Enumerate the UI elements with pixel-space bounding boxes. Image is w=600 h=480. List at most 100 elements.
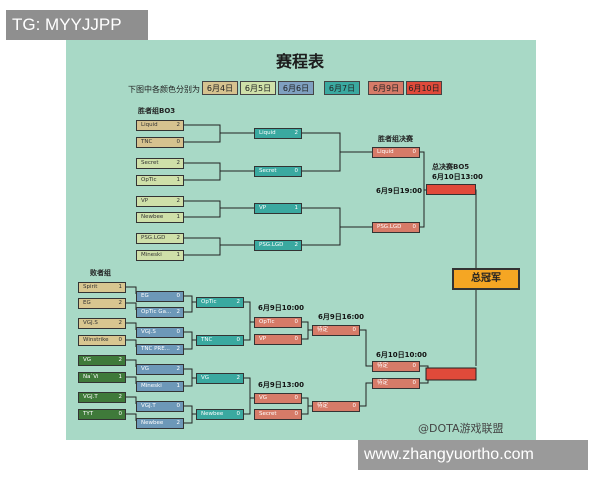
team-score: 2 [236, 299, 241, 305]
legend-date-0: 6月4日 [202, 81, 238, 95]
time-lb-1: 6月9日10:00 [258, 304, 305, 312]
grand-final-slot-bottom [425, 367, 477, 381]
losers-final-team-0: 待定 0 [372, 361, 420, 372]
team-score: 0 [236, 411, 241, 417]
team-name: VP [141, 198, 149, 204]
losers-r3-team-3: Newbee 0 [196, 409, 244, 420]
team-name: Newbee [201, 411, 224, 417]
team-name: 待定 [317, 327, 329, 333]
team-name: TYT [83, 411, 94, 417]
team-score: 0 [118, 337, 123, 343]
team-name: VG [83, 357, 92, 363]
team-name: VG [201, 375, 210, 381]
team-score: 0 [352, 327, 357, 333]
team-name: 待定 [377, 363, 389, 369]
team-name: Secret [259, 168, 277, 174]
team-score: 0 [412, 380, 417, 386]
watermark-top: TG: MYYJJPP [6, 10, 148, 40]
weibo-handle: @DOTA游戏联盟 [418, 422, 504, 435]
team-name: Liquid [377, 149, 394, 155]
team-score: 1 [176, 383, 181, 389]
team-score: 0 [236, 337, 241, 343]
team-score: 0 [176, 403, 181, 409]
page-title: 赛程表 [275, 52, 324, 71]
winners-final-team-0: Liquid 0 [372, 147, 420, 158]
team-score: 1 [118, 284, 123, 290]
team-score: 0 [176, 293, 181, 299]
team-score: 2 [176, 235, 181, 241]
team-score: 0 [412, 149, 417, 155]
team-score: 2 [236, 375, 241, 381]
team-score: 0 [294, 336, 299, 342]
team-score: 2 [294, 242, 299, 248]
team-score: 0 [118, 411, 123, 417]
team-score: 0 [176, 329, 181, 335]
team-name: Liquid [141, 122, 158, 128]
team-score: 0 [294, 395, 299, 401]
team-name: OpTic [141, 177, 157, 183]
team-name: Na`Vi [83, 374, 99, 380]
legend-label: 下图中各颜色分别为 [128, 85, 200, 94]
team-name: Spirit [83, 284, 98, 290]
team-score: 1 [118, 374, 123, 380]
team-name: PSG.LGD [377, 224, 402, 230]
team-name: VG [259, 395, 268, 401]
losers-r2-team-3: TNC PRE... 2 [136, 344, 184, 355]
team-score: 2 [118, 300, 123, 306]
legend-date-5: 6月10日 [406, 81, 442, 95]
team-name: Mineski [141, 383, 162, 389]
team-name: PSG.LGD [141, 235, 166, 241]
team-score: 2 [294, 130, 299, 136]
losers-r5-team-0: 待定 0 [312, 325, 360, 336]
team-name: VP [259, 205, 267, 211]
team-name: OpTic [201, 299, 217, 305]
legend-date-3: 6月7日 [324, 81, 360, 95]
losers-r2-team-0: EG 0 [136, 291, 184, 302]
winners-r1-team-6: PSG.LGD 2 [136, 233, 184, 244]
winners-r1-team-4: VP 2 [136, 196, 184, 207]
team-score: 2 [176, 160, 181, 166]
team-score: 0 [176, 139, 181, 145]
team-score: 2 [176, 346, 181, 352]
team-score: 2 [176, 122, 181, 128]
team-name: TNC PRE... [141, 346, 170, 352]
losers-r3-team-0: OpTic 2 [196, 297, 244, 308]
section-winners-final: 胜者组决赛 [378, 135, 413, 143]
legend-date-1: 6月5日 [240, 81, 276, 95]
legend-date-4: 6月9日 [368, 81, 404, 95]
watermark-bottom: www.zhangyuortho.com [358, 440, 588, 470]
team-name: TNC [141, 139, 153, 145]
team-name: EG [141, 293, 149, 299]
losers-r3-team-2: VG 2 [196, 373, 244, 384]
team-score: 2 [176, 420, 181, 426]
team-score: 0 [294, 411, 299, 417]
team-score: 2 [118, 394, 123, 400]
team-name: Newbee [141, 420, 164, 426]
team-score: 0 [412, 363, 417, 369]
losers-r2-team-7: Newbee 2 [136, 418, 184, 429]
team-score: 2 [176, 198, 181, 204]
time-winners-final: 6月9日19:00 [376, 187, 423, 195]
team-name: VGJ.S [83, 320, 98, 326]
time-lb-3: 6月9日13:00 [258, 381, 305, 389]
team-score: 2 [176, 366, 181, 372]
losers-r4-team-2: VG 0 [254, 393, 302, 404]
team-name: 待定 [377, 380, 389, 386]
